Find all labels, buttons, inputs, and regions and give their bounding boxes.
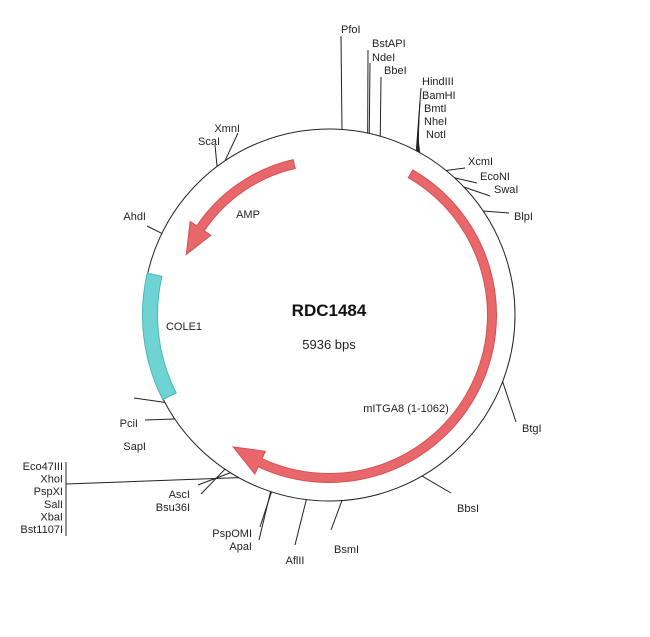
site-pspomi[interactable]: PspOMI (212, 491, 272, 540)
site-bbsi[interactable]: BbsI (421, 475, 479, 515)
site-label[interactable]: NotI (426, 129, 446, 141)
site-tick (200, 468, 226, 495)
site-label[interactable]: AhdI (123, 211, 146, 223)
site-label[interactable]: XcmI (468, 156, 493, 168)
site-scai[interactable]: ScaI (198, 136, 220, 167)
site-label[interactable]: Bsu36I (156, 502, 190, 514)
site-blpi[interactable]: BlpI (483, 210, 533, 223)
site-eco47iii[interactable]: Eco47III (23, 461, 63, 473)
site-tick (421, 475, 452, 494)
site-tick (340, 35, 343, 130)
site-label[interactable]: PfoI (341, 24, 361, 36)
plasmid-name: RDC1484 (292, 301, 367, 320)
site-asci[interactable]: AscI (169, 472, 231, 501)
site-tick (224, 132, 239, 162)
site-bstapi[interactable]: BstAPI (367, 38, 406, 134)
site-label[interactable]: BsmI (334, 544, 359, 556)
feature-cole1[interactable]: COLE1 (142, 272, 203, 401)
feature-amp[interactable]: AMP (185, 158, 296, 256)
site-bbei[interactable]: BbeI (379, 65, 407, 137)
site-bst1107i[interactable]: Bst1107I (20, 524, 63, 536)
site-tick (214, 144, 218, 167)
site-noti[interactable]: NotI (417, 129, 446, 153)
site-sapi[interactable]: SapI (123, 418, 175, 453)
site-tick (330, 500, 343, 531)
site-tick (417, 139, 421, 153)
site-xmni[interactable]: XmnI (214, 123, 240, 162)
site-label[interactable]: AscI (169, 489, 190, 501)
site-ndei[interactable]: NdeI (368, 52, 395, 134)
site-label[interactable]: BmtI (424, 103, 447, 115)
site-pcii[interactable]: PciI (120, 397, 165, 430)
site-tick (368, 62, 371, 134)
site-tick (259, 491, 272, 528)
site-btgi[interactable]: BtgI (502, 381, 542, 435)
site-tick (144, 418, 175, 421)
site-group-leader (65, 477, 239, 485)
site-xhoi[interactable]: XhoI (40, 474, 63, 486)
site-tick (483, 210, 510, 214)
site-label[interactable]: XmnI (214, 123, 240, 135)
site-label[interactable]: BlpI (514, 211, 533, 223)
site-pfoi[interactable]: PfoI (340, 24, 361, 130)
site-tick (445, 167, 466, 171)
plasmid-length: 5936 bps (302, 337, 356, 352)
site-label[interactable]: HindIII (422, 76, 454, 88)
site-label[interactable]: BamHI (422, 90, 456, 102)
site-tick (463, 186, 491, 197)
site-sali[interactable]: SalI (44, 499, 63, 511)
site-label[interactable]: PspOMI (212, 528, 252, 540)
site-tick (294, 499, 307, 546)
site-aflii[interactable]: AflII (286, 499, 307, 567)
site-label[interactable]: ApaI (229, 541, 252, 553)
site-swai[interactable]: SwaI (463, 184, 519, 197)
feature-mitga8-1-1062[interactable]: mITGA8 (1-1062) (232, 169, 497, 483)
site-label[interactable]: EcoNI (480, 171, 510, 183)
site-tick (502, 381, 517, 423)
site-label[interactable]: SapI (123, 441, 146, 453)
feature-arc[interactable] (185, 158, 296, 256)
feature-label: COLE1 (166, 321, 202, 333)
site-label[interactable]: BtgI (522, 423, 542, 435)
site-tick (133, 397, 165, 403)
site-label[interactable]: SwaI (494, 184, 518, 196)
site-label[interactable]: BstAPI (372, 38, 406, 50)
site-label[interactable]: PciI (120, 418, 138, 430)
site-pspxi[interactable]: PspXI (34, 486, 63, 498)
feature-arc[interactable] (232, 169, 497, 483)
feature-arc[interactable] (142, 272, 177, 401)
site-tick (454, 177, 478, 184)
site-apai[interactable]: ApaI (229, 491, 272, 553)
feature-label: mITGA8 (1-1062) (363, 403, 449, 415)
feature-label: AMP (236, 209, 260, 221)
site-bsu36i[interactable]: Bsu36I (156, 468, 226, 514)
site-label[interactable]: BbeI (384, 65, 407, 77)
site-label[interactable]: BbsI (457, 503, 479, 515)
site-tick (379, 76, 382, 137)
site-label[interactable]: ScaI (198, 136, 220, 148)
site-econi[interactable]: EcoNI (454, 171, 510, 184)
site-tick (146, 225, 163, 234)
site-ahdi[interactable]: AhdI (123, 211, 163, 234)
site-bsmi[interactable]: BsmI (330, 500, 359, 556)
site-label[interactable]: AflII (286, 555, 305, 567)
site-xbai[interactable]: XbaI (40, 511, 63, 523)
site-label[interactable]: NheI (424, 116, 447, 128)
site-tick (258, 491, 272, 541)
site-label[interactable]: NdeI (372, 52, 395, 64)
site-xcmi[interactable]: XcmI (445, 156, 493, 171)
